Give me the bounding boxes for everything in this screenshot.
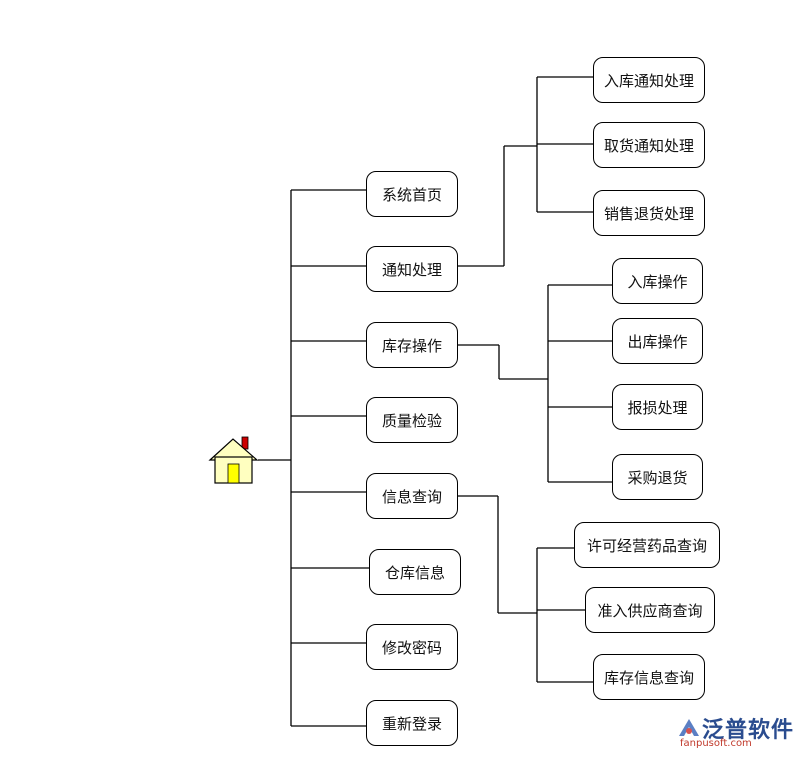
- menu-node-query[interactable]: 信息查询: [366, 473, 458, 519]
- menu-node-purchase-return[interactable]: 采购退货: [612, 454, 703, 500]
- menu-node-stock-info-query[interactable]: 库存信息查询: [593, 654, 705, 700]
- menu-node-sales-return[interactable]: 销售退货处理: [593, 190, 705, 236]
- menu-node-inbound-notice[interactable]: 入库通知处理: [593, 57, 705, 103]
- menu-node-pickup-notice[interactable]: 取货通知处理: [593, 122, 705, 168]
- menu-node-password[interactable]: 修改密码: [366, 624, 458, 670]
- menu-node-outbound-op[interactable]: 出库操作: [612, 318, 703, 364]
- home-icon-part: [227, 463, 240, 484]
- fanpu-logo-icon: [679, 719, 699, 736]
- menu-node-stock-op[interactable]: 库存操作: [366, 322, 458, 368]
- menu-node-damage[interactable]: 报损处理: [612, 384, 703, 430]
- menu-node-licensed-drug-query[interactable]: 许可经营药品查询: [574, 522, 720, 568]
- menu-node-supplier-query[interactable]: 准入供应商查询: [585, 587, 715, 633]
- home-icon[interactable]: [208, 436, 259, 484]
- menu-node-inbound-op[interactable]: 入库操作: [612, 258, 703, 304]
- brand-url: fanpusoft.com: [680, 738, 752, 749]
- brand-name: 泛普软件: [702, 718, 795, 743]
- menu-node-notify[interactable]: 通知处理: [366, 246, 458, 292]
- menu-node-relogin[interactable]: 重新登录: [366, 700, 458, 746]
- menu-node-warehouse[interactable]: 仓库信息: [369, 549, 461, 595]
- brand-logo: 泛普软件: [676, 712, 794, 744]
- menu-node-quality[interactable]: 质量检验: [366, 397, 458, 443]
- menu-node-home[interactable]: 系统首页: [366, 171, 458, 217]
